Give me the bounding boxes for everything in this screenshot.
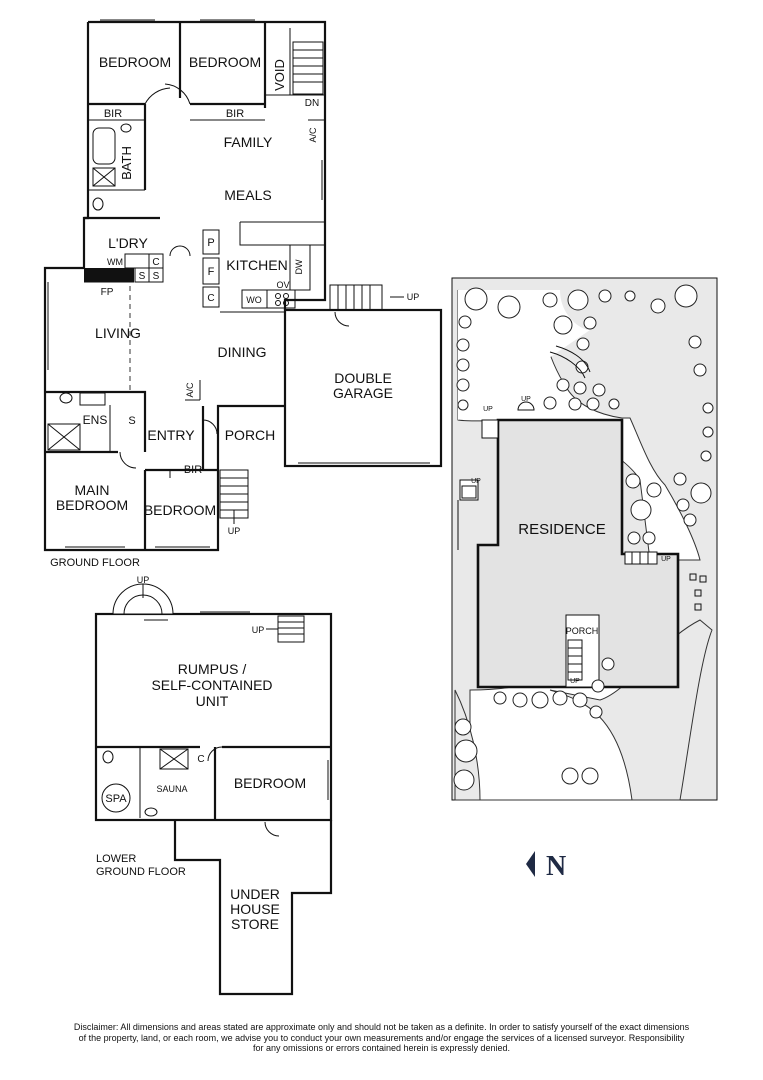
label-wo: WO <box>246 295 262 305</box>
label-c: C <box>152 257 159 268</box>
north-label: N <box>546 851 566 882</box>
site-plan <box>451 277 718 801</box>
floor-title-ground: GROUND FLOOR <box>50 557 140 569</box>
label-fridge: F <box>208 266 215 278</box>
site-label-up: UP <box>570 678 580 685</box>
label-bir: BIR <box>226 108 244 120</box>
ground-floor-labels: BEDROOM BEDROOM VOID DN BIR BIR A/C FAMI… <box>50 54 419 569</box>
site-plan-labels: RESIDENCE PORCH UP UP UP UP UP <box>471 396 671 685</box>
room-label-double-garage: GARAGE <box>333 385 393 401</box>
label-s: S <box>153 271 160 282</box>
room-label-store: HOUSE <box>230 901 280 917</box>
floor-title-lower-ground: LOWER <box>96 853 136 865</box>
label-fp: FP <box>101 287 114 298</box>
label-up: UP <box>137 575 150 585</box>
room-label-family: FAMILY <box>224 134 273 150</box>
room-label-dining: DINING <box>218 344 267 360</box>
room-label-store: UNDER <box>230 886 280 902</box>
label-s: S <box>139 271 146 282</box>
label-s: S <box>128 415 135 427</box>
label-ov: OV <box>276 280 289 290</box>
lower-ground-floor-plan <box>94 583 333 996</box>
room-label-living: LIVING <box>95 325 141 341</box>
lower-ground-floor-labels: UP UP RUMPUS / SELF-CONTAINED UNIT C SPA… <box>96 575 306 932</box>
label-ac: A/C <box>185 382 195 398</box>
room-label-ensuite: ENS <box>83 413 108 427</box>
site-label-porch: PORCH <box>566 626 599 636</box>
site-label-up: UP <box>483 406 493 413</box>
room-label-meals: MEALS <box>224 187 271 203</box>
floor-title-lower-ground: GROUND FLOOR <box>96 866 186 878</box>
label-wm: WM <box>107 257 123 267</box>
disclaimer: Disclaimer: All dimensions and areas sta… <box>20 1022 743 1054</box>
label-ac: A/C <box>308 127 318 143</box>
label-dw: DW <box>294 259 304 274</box>
label-bir: BIR <box>184 464 202 476</box>
room-label-bedroom: BEDROOM <box>234 775 306 791</box>
label-bir: BIR <box>104 108 122 120</box>
label-c: C <box>207 293 214 304</box>
room-label-rumpus: SELF-CONTAINED <box>151 677 272 693</box>
room-label-store: STORE <box>231 916 279 932</box>
room-label-main-bedroom: BEDROOM <box>56 497 128 513</box>
room-label-main-bedroom: MAIN <box>75 482 110 498</box>
room-label-porch: PORCH <box>225 427 276 443</box>
disclaimer-line: for any omissions or errors contained he… <box>252 1043 511 1053</box>
room-label-bath: BATH <box>119 146 134 180</box>
label-sauna: SAUNA <box>156 784 187 794</box>
room-label-bedroom: BEDROOM <box>144 502 216 518</box>
site-label-up: UP <box>661 556 671 563</box>
label-up: UP <box>407 292 420 302</box>
site-trees <box>453 284 714 791</box>
label-up: UP <box>228 526 241 536</box>
disclaimer-line: of the property, land, or each room, we … <box>78 1032 685 1043</box>
disclaimer-line: Disclaimer: All dimensions and areas sta… <box>73 1022 690 1032</box>
label-up: UP <box>252 625 265 635</box>
label-dn: DN <box>305 98 319 109</box>
site-label-up: UP <box>521 396 531 403</box>
room-label-rumpus: UNIT <box>196 693 229 709</box>
site-label-residence: RESIDENCE <box>518 521 606 538</box>
room-label-bedroom: BEDROOM <box>189 54 261 70</box>
label-c: C <box>197 754 204 765</box>
site-label-up: UP <box>471 478 481 485</box>
room-label-void: VOID <box>272 59 287 91</box>
label-pantry: P <box>207 237 214 249</box>
label-spa: SPA <box>105 793 127 805</box>
room-label-kitchen: KITCHEN <box>226 257 287 273</box>
room-label-rumpus: RUMPUS / <box>178 661 247 677</box>
room-label-double-garage: DOUBLE <box>334 370 392 386</box>
room-label-entry: ENTRY <box>147 427 195 443</box>
ground-floor-plan <box>43 19 443 552</box>
north-arrow: N <box>526 851 566 882</box>
room-label-bedroom: BEDROOM <box>99 54 171 70</box>
room-label-laundry: L'DRY <box>108 235 148 251</box>
residence-outline <box>476 418 680 689</box>
